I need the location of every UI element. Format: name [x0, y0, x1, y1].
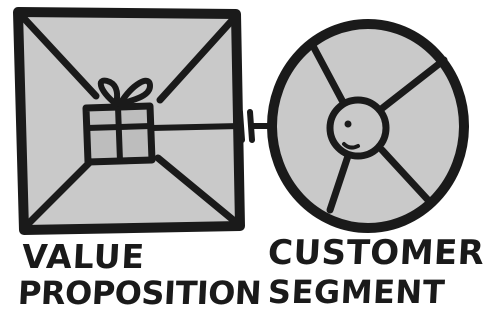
- customer-segment-label-line1: CUSTOMER: [267, 236, 485, 270]
- value-proposition-label-line1: VALUE: [21, 240, 146, 273]
- face-icon: [330, 100, 386, 156]
- value-proposition-label-line2: PROPOSITION: [17, 277, 262, 309]
- customer-segment-label-line2: SEGMENT: [267, 276, 446, 308]
